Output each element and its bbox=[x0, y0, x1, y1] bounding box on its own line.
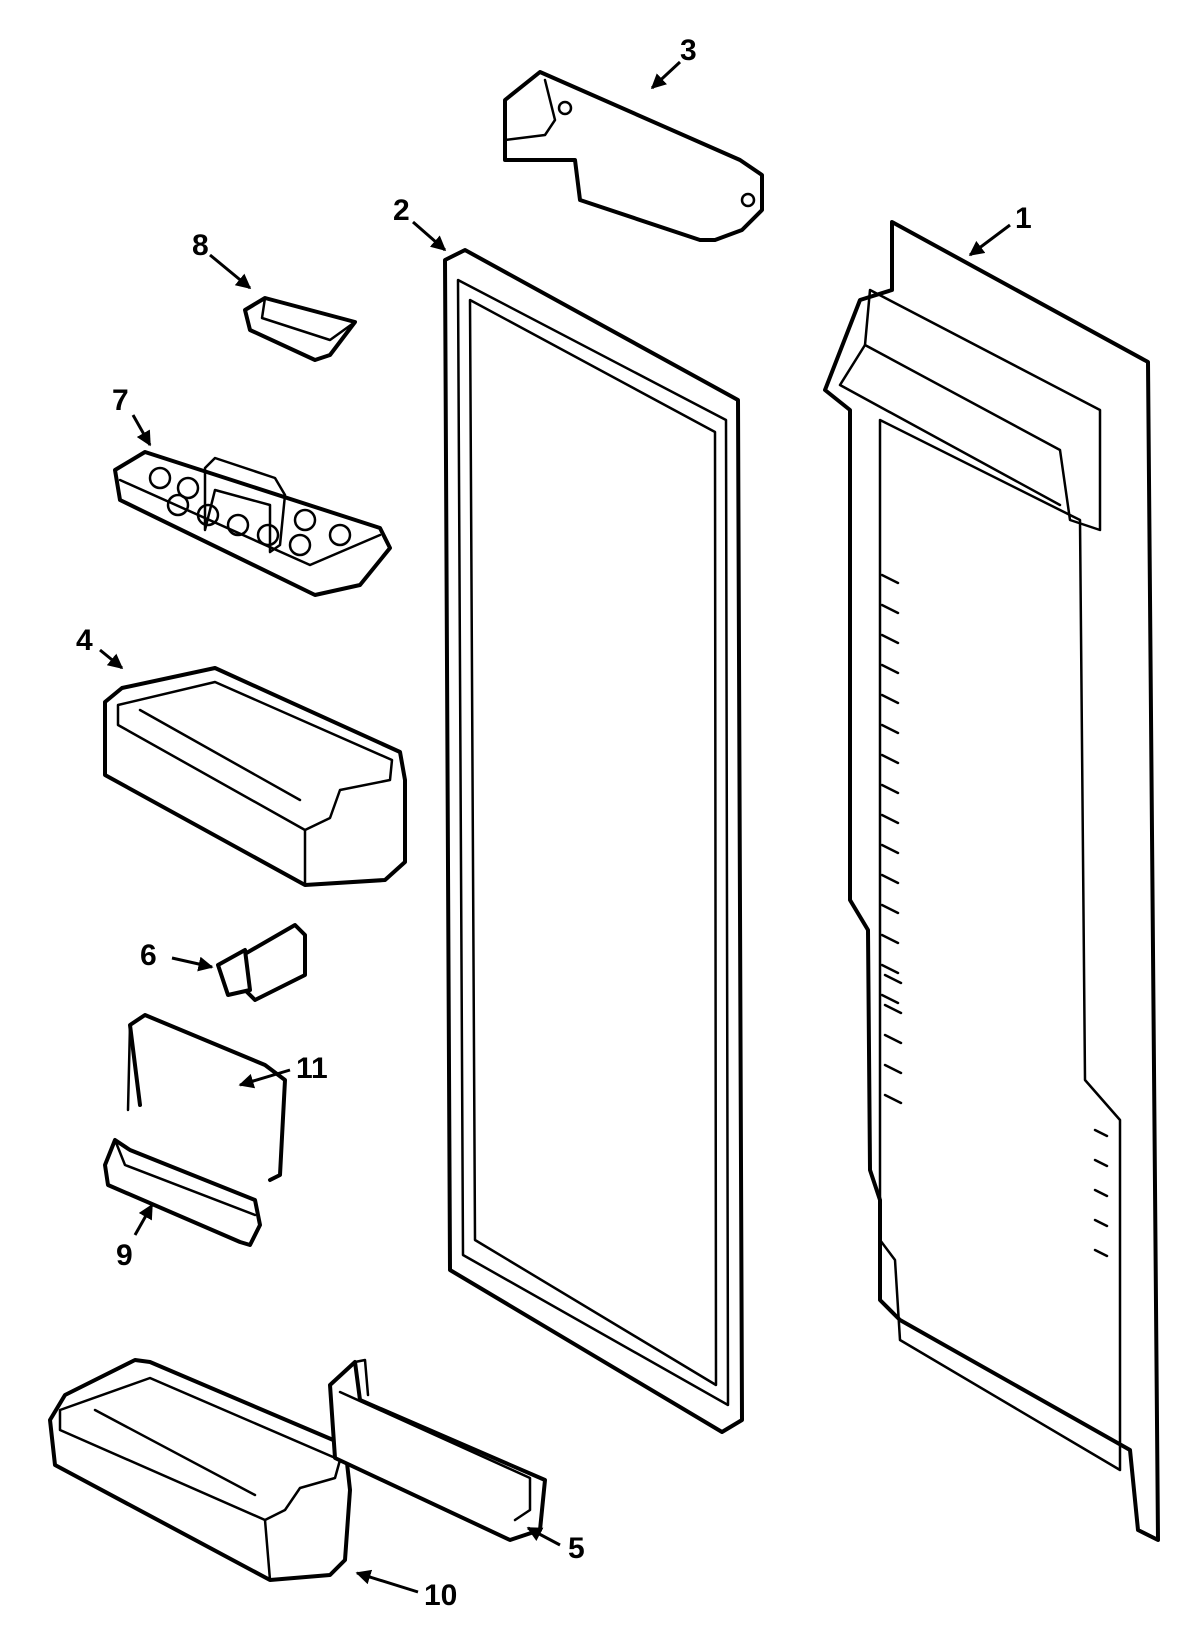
callout-3: 3 bbox=[680, 34, 697, 67]
callout-10: 10 bbox=[424, 1579, 457, 1612]
shelf-retainer-part[interactable] bbox=[103, 1138, 262, 1247]
shelf-ladder-upper bbox=[880, 573, 900, 1005]
egg-tray-part[interactable] bbox=[113, 450, 392, 597]
wire-retainer-part[interactable] bbox=[126, 1013, 287, 1182]
shelf-ladder-lower bbox=[883, 973, 903, 1105]
callout-labels: 1 2 3 4 5 6 7 8 9 10 11 bbox=[76, 34, 1032, 1612]
callout-1: 1 bbox=[1015, 202, 1032, 235]
callout-2: 2 bbox=[393, 194, 410, 227]
door-bin-small-part[interactable] bbox=[328, 1358, 547, 1542]
dairy-door-part[interactable] bbox=[503, 70, 764, 242]
shelf-ladder-right bbox=[1093, 1128, 1109, 1258]
dairy-insert-part[interactable] bbox=[243, 296, 357, 362]
callout-7: 7 bbox=[112, 384, 129, 417]
bin-clip-part[interactable] bbox=[216, 923, 307, 1002]
callout-9: 9 bbox=[116, 1239, 133, 1272]
door-bin-bottom-part[interactable] bbox=[48, 1358, 352, 1582]
callout-6: 6 bbox=[140, 939, 157, 972]
door-gasket-part[interactable] bbox=[443, 248, 744, 1434]
callout-11: 11 bbox=[296, 1052, 328, 1085]
callout-arrows bbox=[99, 60, 1011, 1594]
egg-cups bbox=[148, 466, 352, 557]
callout-4: 4 bbox=[76, 624, 93, 657]
door-bin-large-part[interactable] bbox=[103, 666, 407, 887]
callout-5: 5 bbox=[568, 1532, 585, 1565]
door-liner-part[interactable] bbox=[823, 220, 1160, 1542]
callout-8: 8 bbox=[192, 229, 209, 262]
